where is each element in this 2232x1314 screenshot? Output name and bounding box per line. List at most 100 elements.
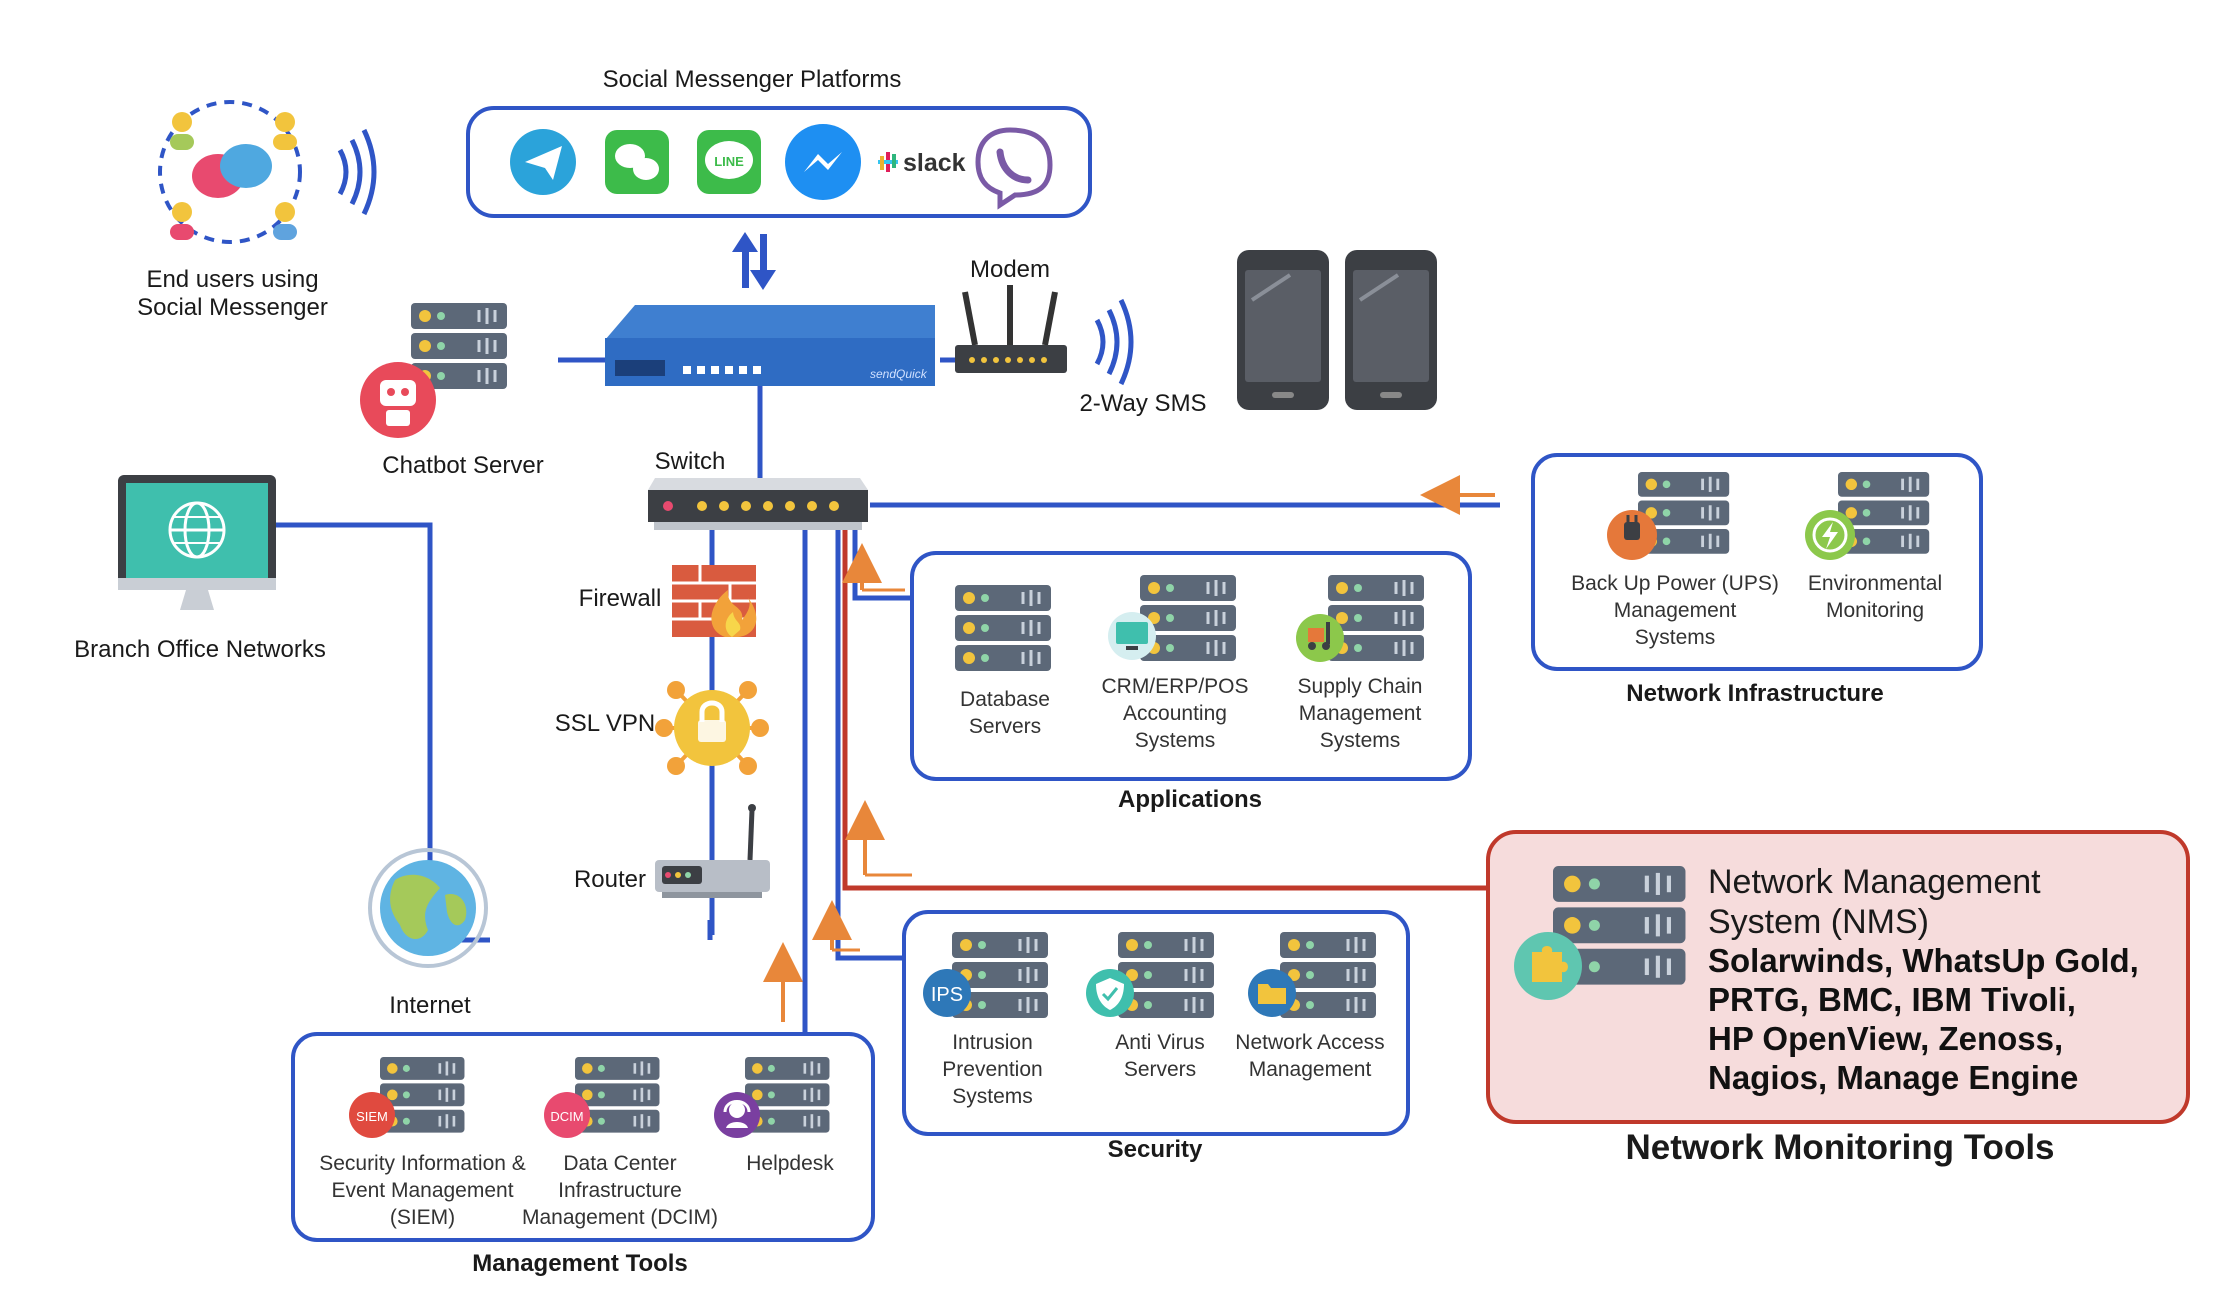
firewall-label: Firewall bbox=[578, 585, 662, 612]
sms-label: 2-Way SMS bbox=[1079, 390, 1207, 417]
security-title: Security bbox=[1107, 1136, 1203, 1163]
mgmt-item-line: (SIEM) bbox=[389, 1206, 456, 1229]
router-label: Router bbox=[573, 866, 647, 893]
telegram-icon bbox=[510, 129, 576, 195]
security-item-line: Intrusion bbox=[952, 1031, 1033, 1054]
power-plug-icon bbox=[1607, 510, 1657, 560]
infra-item-line: Systems bbox=[1634, 626, 1716, 649]
end-users-line: Social Messenger bbox=[137, 294, 328, 321]
lightning-icon bbox=[1805, 510, 1855, 560]
dcim-badge-text: DCIM bbox=[550, 1109, 583, 1124]
nms-title-line: System (NMS) bbox=[1708, 903, 1929, 941]
infrastructure-title: Network Infrastructure bbox=[1626, 680, 1884, 707]
siem-badge-text: SIEM bbox=[356, 1109, 388, 1124]
end-users-icon bbox=[158, 100, 302, 244]
mgmt-item-siem: Security Information & Event Management … bbox=[310, 1150, 535, 1231]
phone-icon bbox=[1237, 250, 1329, 410]
mgmt-item-line: Data Center bbox=[563, 1152, 677, 1175]
puzzle-icon bbox=[1514, 932, 1582, 1000]
infra-item-line: Environmental bbox=[1807, 572, 1943, 595]
social-platforms-title: Social Messenger Platforms bbox=[602, 66, 902, 93]
app-item-supply-chain: Supply Chain Management Systems bbox=[1275, 673, 1445, 754]
folder-icon bbox=[1248, 969, 1296, 1017]
internet-label: Internet bbox=[389, 992, 471, 1019]
nms-tools-list: Solarwinds, WhatsUp Gold, PRTG, BMC, IBM… bbox=[1708, 941, 2139, 1097]
nac-server-icon bbox=[1278, 930, 1378, 1020]
app-item-line: Systems bbox=[1134, 729, 1216, 752]
modem-label: Modem bbox=[969, 256, 1051, 283]
security-item-antivirus: Anti Virus Servers bbox=[1090, 1029, 1230, 1083]
mgmt-item-helpdesk: Helpdesk bbox=[720, 1150, 860, 1177]
antivirus-server-icon bbox=[1116, 930, 1216, 1020]
nms-tools-line: PRTG, BMC, IBM Tivoli, bbox=[1708, 981, 2076, 1018]
nms-title-line: Network Management bbox=[1708, 863, 2041, 901]
end-users-line: End users using bbox=[146, 266, 319, 293]
infra-item-environmental: Environmental Monitoring bbox=[1785, 570, 1965, 624]
security-item-nac: Network Access Management bbox=[1225, 1029, 1395, 1083]
siem-badge: SIEM bbox=[349, 1092, 395, 1138]
forklift-icon bbox=[1296, 614, 1344, 662]
app-item-line: Supply Chain bbox=[1297, 675, 1423, 698]
wireless-waves-icon bbox=[340, 130, 374, 214]
branch-monitor-icon bbox=[118, 475, 276, 610]
modem-icon bbox=[955, 285, 1067, 373]
end-users-label: End users using Social Messenger bbox=[110, 266, 355, 322]
router-icon bbox=[655, 804, 770, 898]
slack-icon: slack bbox=[878, 149, 966, 177]
security-item-line: Management bbox=[1248, 1058, 1372, 1081]
app-item-line: Management bbox=[1298, 702, 1422, 725]
infra-item-line: Monitoring bbox=[1825, 599, 1925, 622]
shield-icon bbox=[1086, 969, 1134, 1017]
crm-server-icon bbox=[1138, 573, 1238, 663]
security-item-line: Network Access bbox=[1235, 1031, 1385, 1054]
line-text: LINE bbox=[714, 154, 744, 169]
security-item-line: Anti Virus bbox=[1115, 1031, 1205, 1054]
computer-icon bbox=[1108, 612, 1156, 660]
nms-tools-line: Nagios, Manage Engine bbox=[1708, 1059, 2079, 1096]
mgmt-item-line: Event Management bbox=[331, 1179, 514, 1202]
nms-caption: Network Monitoring Tools bbox=[1625, 1128, 2055, 1167]
mgmt-item-line: Security Information & bbox=[319, 1152, 526, 1175]
phone-icon bbox=[1345, 250, 1437, 410]
supply-chain-server-icon bbox=[1326, 573, 1426, 663]
sendquick-appliance: sendQuick bbox=[605, 305, 935, 386]
security-item-line: Prevention bbox=[942, 1058, 1043, 1081]
ips-badge: IPS bbox=[923, 969, 971, 1017]
mgmt-item-line: Infrastructure bbox=[558, 1179, 682, 1202]
infra-item-line: Back Up Power (UPS) bbox=[1571, 572, 1779, 595]
firewall-icon bbox=[672, 565, 757, 637]
infra-item-ups: Back Up Power (UPS) Management Systems bbox=[1555, 570, 1795, 651]
internet-globe-icon bbox=[368, 848, 488, 968]
app-item-database: Database Servers bbox=[935, 686, 1075, 740]
app-item-line: CRM/ERP/POS bbox=[1101, 675, 1249, 698]
line-icon: LINE bbox=[697, 130, 761, 194]
ips-badge-text: IPS bbox=[931, 984, 963, 1006]
chatbot-label: Chatbot Server bbox=[382, 452, 544, 479]
database-server-icon bbox=[953, 583, 1053, 673]
switch-icon bbox=[648, 478, 868, 530]
nms-box bbox=[1486, 830, 2190, 1124]
app-item-line: Database bbox=[960, 688, 1050, 711]
svg-text:sendQuick: sendQuick bbox=[870, 367, 928, 381]
sms-waves-icon bbox=[1097, 300, 1131, 384]
switch-label: Switch bbox=[654, 448, 726, 475]
wechat-icon bbox=[605, 130, 669, 194]
orange-arrows bbox=[763, 475, 1495, 1022]
security-item-line: Servers bbox=[1123, 1058, 1197, 1081]
branch-office-label: Branch Office Networks bbox=[74, 636, 326, 663]
app-item-line: Systems bbox=[1319, 729, 1401, 752]
security-item-line: Systems bbox=[952, 1085, 1033, 1108]
nms-tools-line: Solarwinds, WhatsUp Gold, bbox=[1708, 942, 2139, 979]
ssl-vpn-label: SSL VPN bbox=[554, 710, 656, 737]
infra-item-line: Management bbox=[1613, 599, 1737, 622]
bidirectional-arrow-icon bbox=[732, 232, 776, 290]
headset-icon bbox=[714, 1092, 760, 1138]
mgmt-item-line: Helpdesk bbox=[746, 1152, 834, 1175]
messenger-icon bbox=[785, 124, 861, 200]
nms-tools-line: HP OpenView, Zenoss, bbox=[1708, 1020, 2064, 1057]
app-item-line: Servers bbox=[968, 715, 1042, 738]
mgmt-item-dcim: Data Center Infrastructure Management (D… bbox=[510, 1150, 730, 1231]
management-title: Management Tools bbox=[472, 1250, 688, 1277]
mgmt-item-line: Management (DCIM) bbox=[521, 1206, 719, 1229]
